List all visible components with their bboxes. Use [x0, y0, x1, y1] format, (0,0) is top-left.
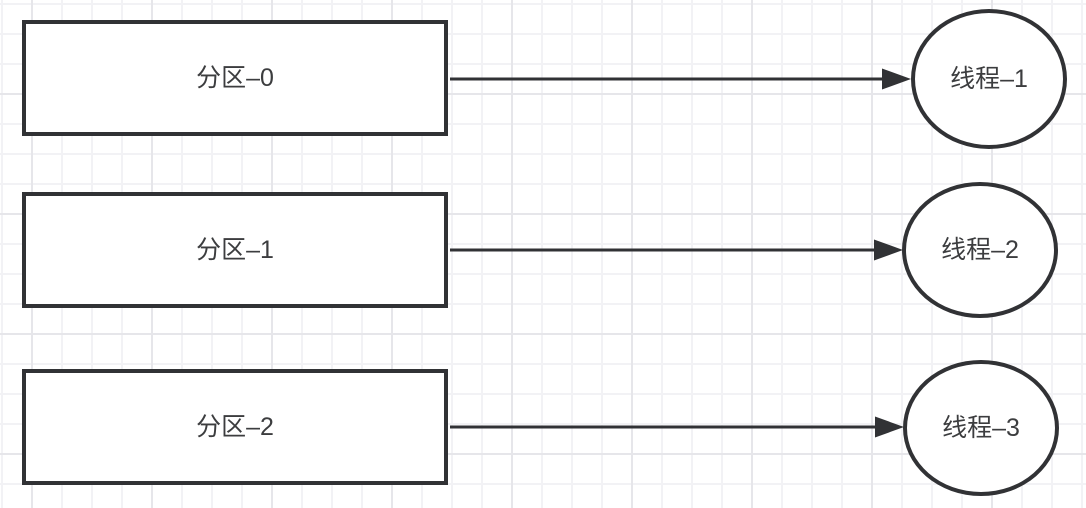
arrow-partition2-to-thread3[interactable]: [450, 416, 904, 438]
partition-0-label: 分区–0: [196, 63, 274, 92]
thread-node-2[interactable]: 线程–2: [902, 182, 1058, 318]
arrow-partition1-to-thread2[interactable]: [450, 239, 903, 261]
arrow-partition0-to-thread1[interactable]: [450, 68, 911, 90]
thread-node-3[interactable]: 线程–3: [903, 360, 1059, 496]
thread-3-label: 线程–3: [942, 413, 1020, 442]
thread-2-label: 线程–2: [941, 235, 1019, 264]
partition-node-0[interactable]: 分区–0: [22, 20, 448, 136]
partition-2-label: 分区–2: [196, 412, 274, 441]
partition-node-2[interactable]: 分区–2: [22, 369, 448, 485]
thread-1-label: 线程–1: [950, 64, 1028, 93]
partition-node-1[interactable]: 分区–1: [22, 192, 448, 308]
thread-node-1[interactable]: 线程–1: [911, 9, 1067, 149]
partition-1-label: 分区–1: [196, 235, 274, 264]
